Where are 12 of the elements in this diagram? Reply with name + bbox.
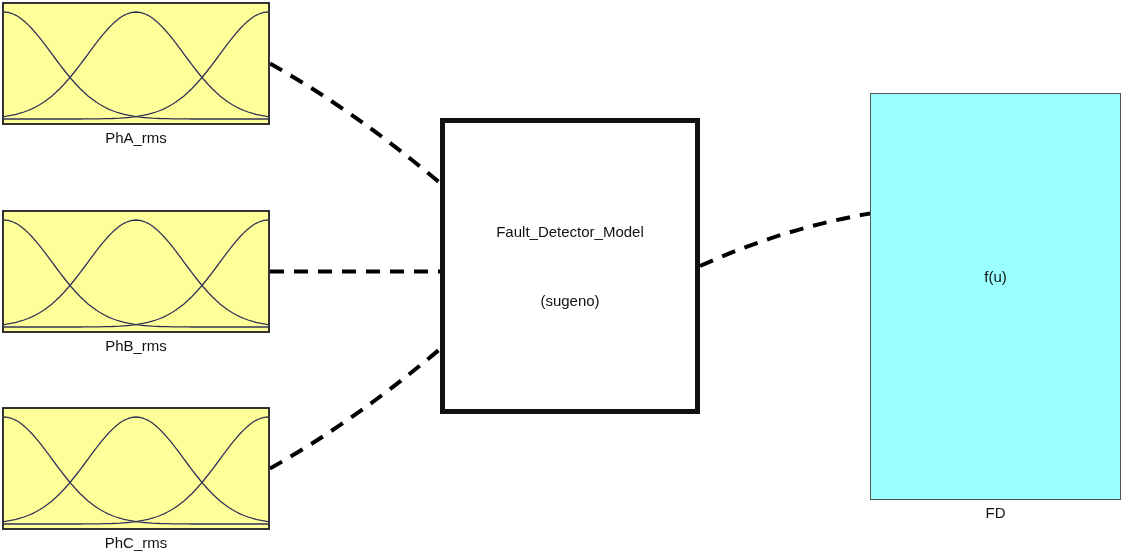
system-type-text: (sugeno)	[540, 292, 600, 309]
dashed-connector	[270, 269, 440, 274]
system-box	[440, 118, 700, 414]
dashed-connector	[269, 61, 442, 185]
input-label: PhA_rms	[105, 129, 167, 146]
system-name-text: Fault_Detector_Model	[496, 223, 644, 240]
output-label: FD	[985, 504, 1006, 521]
input-label: PhB_rms	[105, 337, 167, 354]
input-label: PhC_rms	[104, 534, 168, 551]
dashed-connector	[699, 211, 871, 268]
dashed-connector	[269, 347, 442, 471]
function-text: f(u)	[984, 268, 1007, 285]
